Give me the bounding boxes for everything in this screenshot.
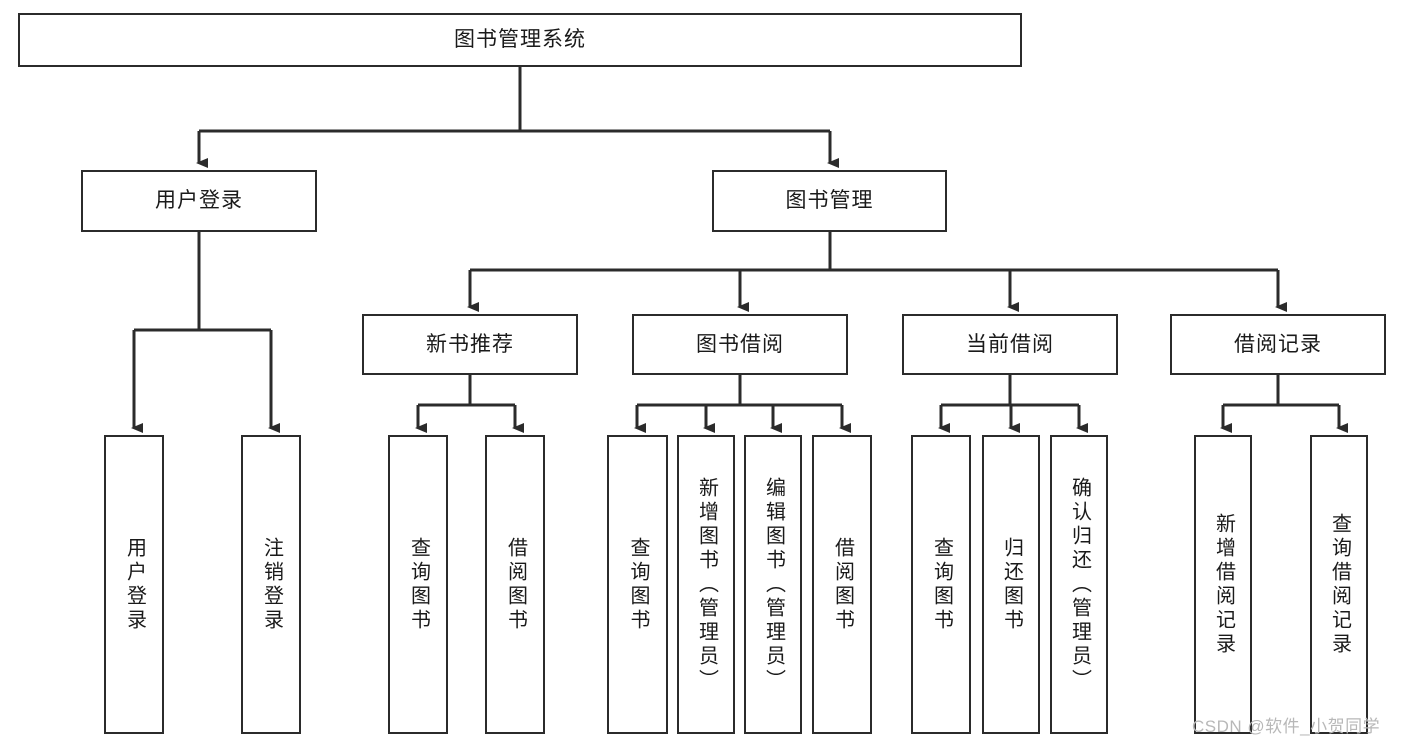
node-leaf-borrow-book-rec[interactable]: 借阅图书 <box>485 435 545 734</box>
node-leaf-query-borrow-record[interactable]: 查询借阅记录 <box>1310 435 1368 734</box>
node-leaf-query-book-current[interactable]: 查询图书 <box>911 435 971 734</box>
node-book-manage-label: 图书管理 <box>785 189 874 213</box>
node-leaf-add-book-admin-label: 新增图书（管理员） <box>695 476 718 693</box>
node-leaf-query-book-rec-label: 查询图书 <box>407 536 430 633</box>
node-leaf-confirm-return-admin[interactable]: 确认归还（管理员） <box>1050 435 1108 734</box>
node-new-book-recommend-label: 新书推荐 <box>426 332 514 356</box>
node-user-login-label: 用户登录 <box>155 189 243 213</box>
node-leaf-query-book-borrow[interactable]: 查询图书 <box>607 435 668 734</box>
node-leaf-query-borrow-record-label: 查询借阅记录 <box>1328 512 1351 657</box>
node-leaf-user-login-label: 用户登录 <box>123 536 146 633</box>
node-leaf-query-book-rec[interactable]: 查询图书 <box>388 435 448 734</box>
node-leaf-edit-book-admin[interactable]: 编辑图书（管理员） <box>744 435 802 734</box>
node-book-borrow[interactable]: 图书借阅 <box>632 314 848 375</box>
node-leaf-return-book[interactable]: 归还图书 <box>982 435 1040 734</box>
node-current-borrow[interactable]: 当前借阅 <box>902 314 1118 375</box>
node-borrow-record-label: 借阅记录 <box>1234 332 1322 356</box>
node-book-borrow-label: 图书借阅 <box>696 332 784 356</box>
node-root[interactable]: 图书管理系统 <box>18 13 1022 67</box>
node-user-login[interactable]: 用户登录 <box>81 170 317 232</box>
node-root-label: 图书管理系统 <box>454 28 586 52</box>
node-leaf-user-login[interactable]: 用户登录 <box>104 435 164 734</box>
node-leaf-add-book-admin[interactable]: 新增图书（管理员） <box>677 435 735 734</box>
node-book-manage[interactable]: 图书管理 <box>712 170 947 232</box>
node-leaf-add-borrow-record-label: 新增借阅记录 <box>1212 512 1235 657</box>
node-leaf-logout[interactable]: 注销登录 <box>241 435 301 734</box>
csdn-watermark: CSDN @软件_小贺同学 <box>1192 717 1381 736</box>
node-leaf-return-book-label: 归还图书 <box>1000 536 1023 633</box>
node-leaf-query-book-current-label: 查询图书 <box>930 536 953 633</box>
node-leaf-borrow-book-rec-label: 借阅图书 <box>504 536 527 633</box>
node-leaf-logout-label: 注销登录 <box>260 536 283 633</box>
node-leaf-confirm-return-admin-label: 确认归还（管理员） <box>1068 476 1091 693</box>
node-leaf-borrow-book-label: 借阅图书 <box>831 536 854 633</box>
node-borrow-record[interactable]: 借阅记录 <box>1170 314 1386 375</box>
node-current-borrow-label: 当前借阅 <box>966 332 1054 356</box>
node-leaf-query-book-borrow-label: 查询图书 <box>627 536 649 633</box>
node-new-book-recommend[interactable]: 新书推荐 <box>362 314 578 375</box>
node-leaf-borrow-book[interactable]: 借阅图书 <box>812 435 872 734</box>
node-leaf-edit-book-admin-label: 编辑图书（管理员） <box>762 476 785 693</box>
node-leaf-add-borrow-record[interactable]: 新增借阅记录 <box>1194 435 1252 734</box>
